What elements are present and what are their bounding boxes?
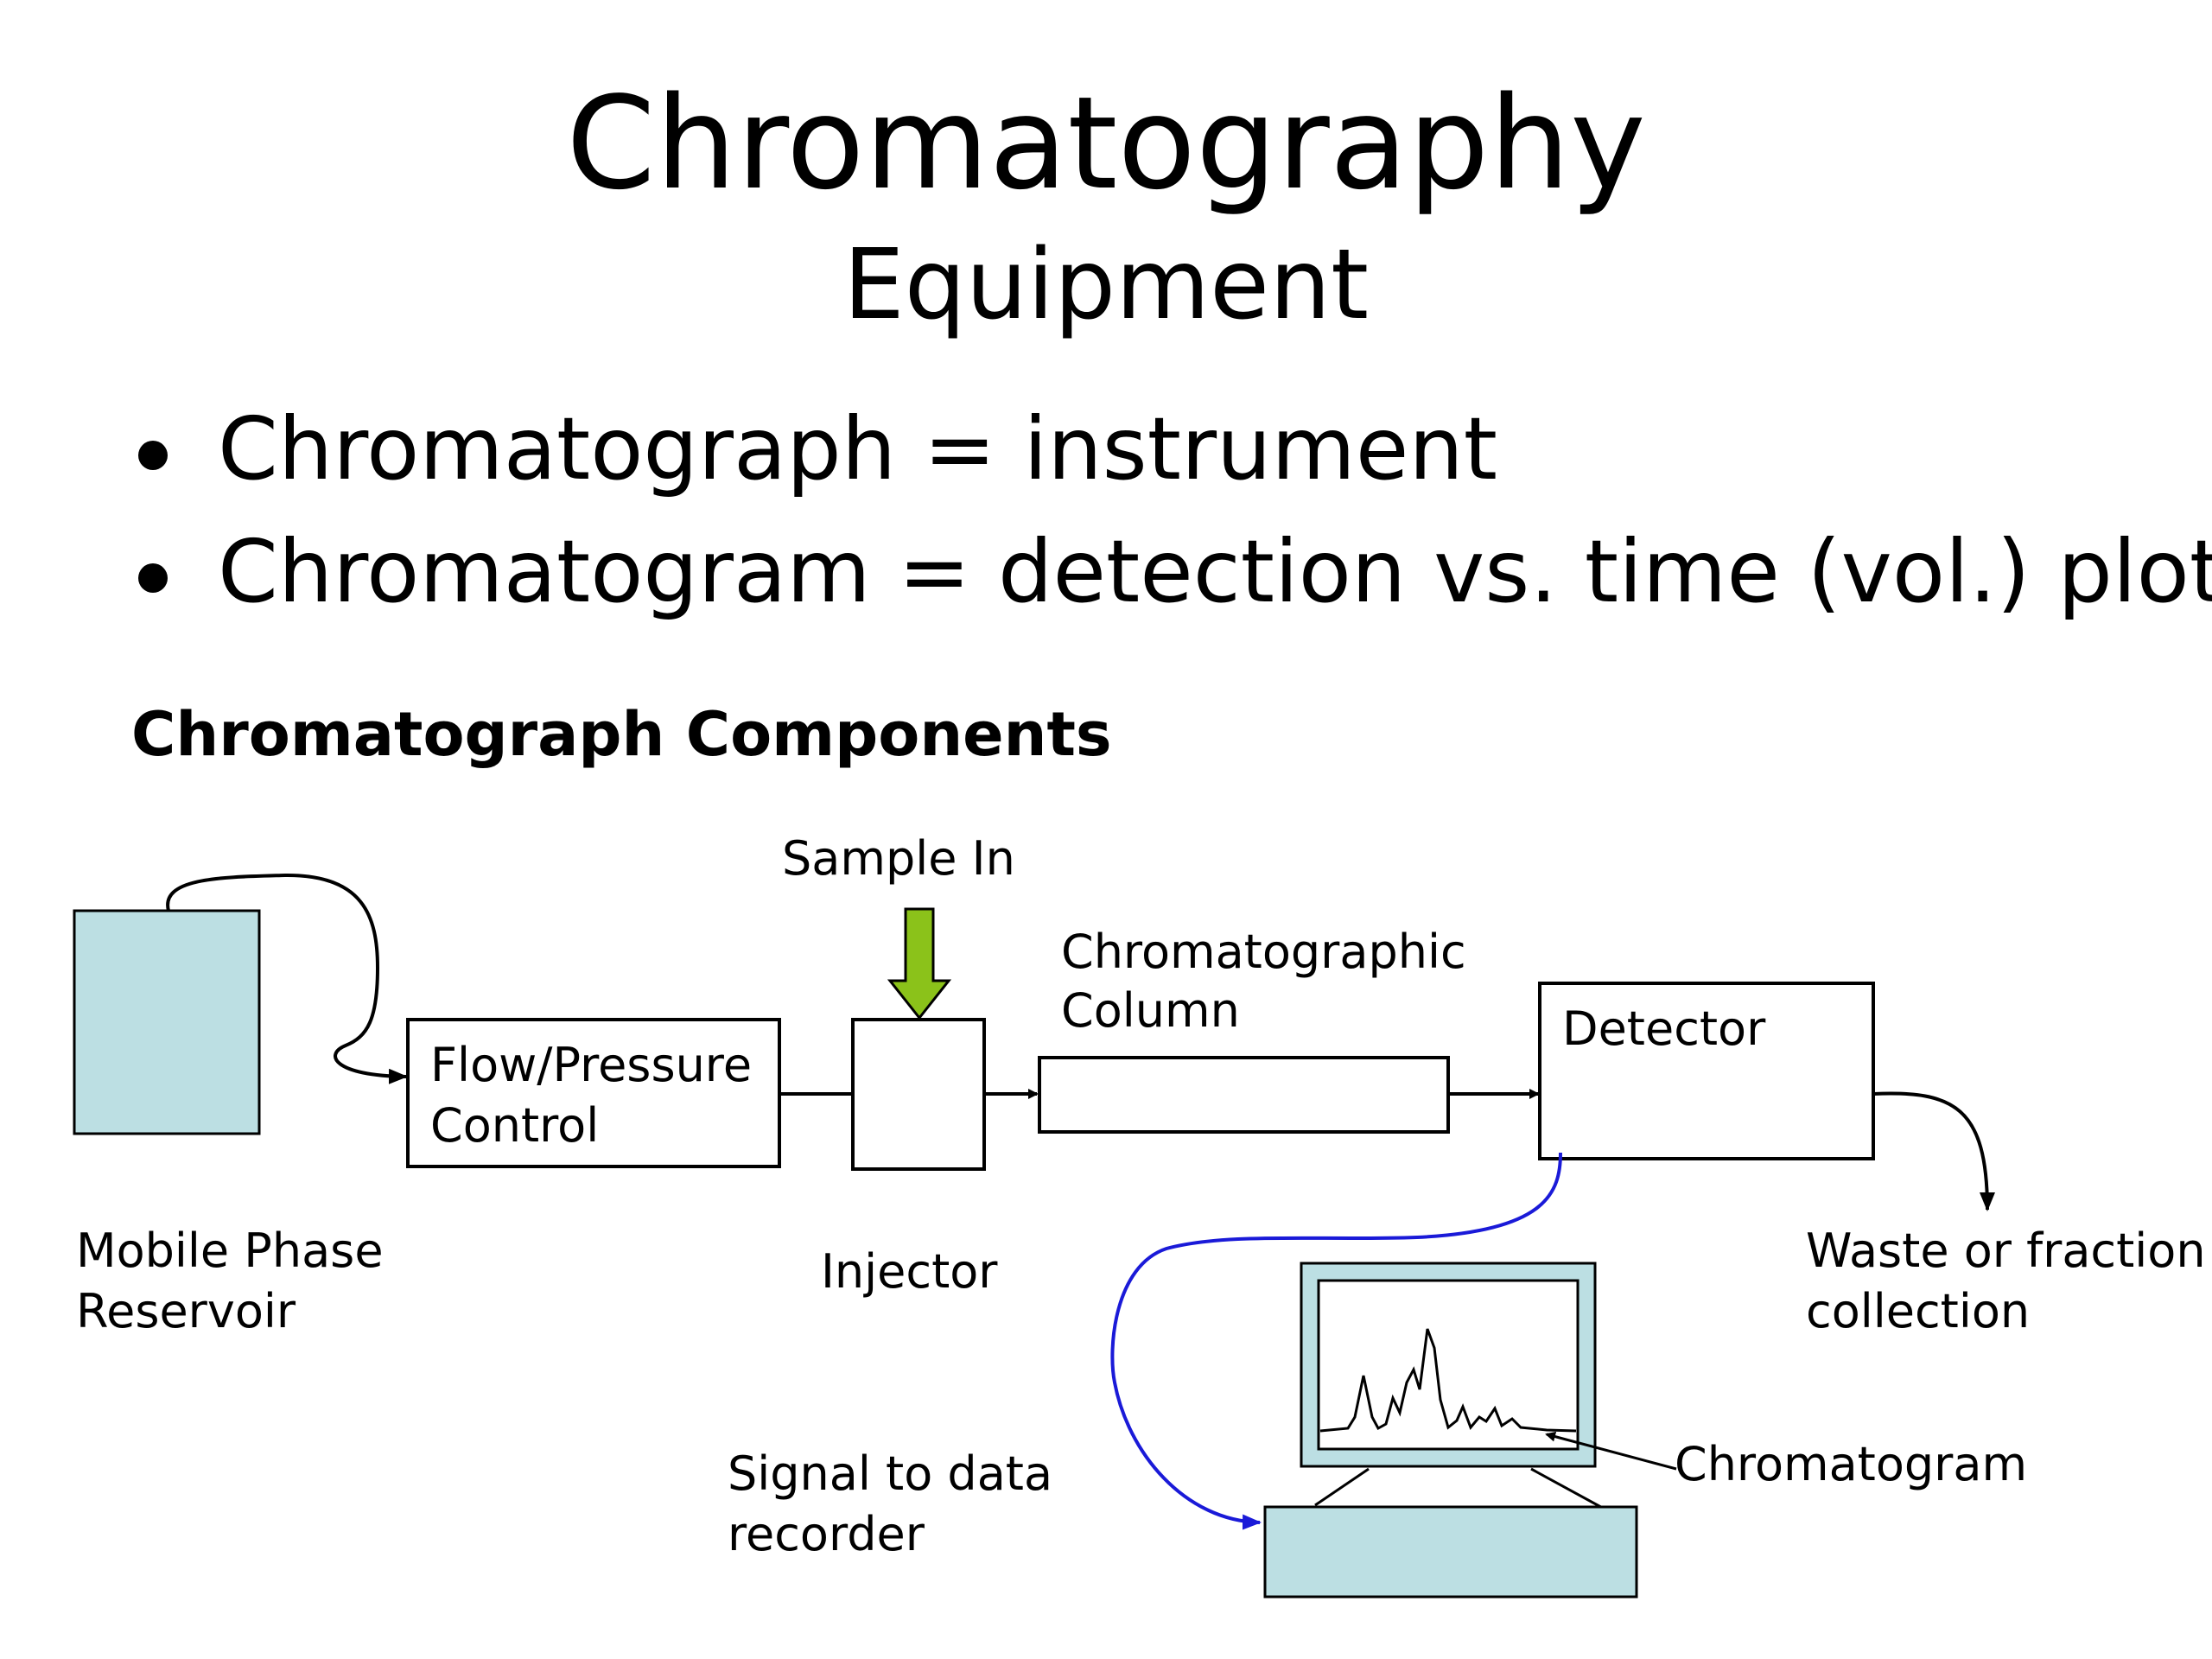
- bullet-icon: [138, 441, 168, 470]
- reservoir-tube: [166, 873, 408, 1084]
- column-label: Chromatographic: [1061, 925, 1466, 979]
- bullet-icon: [138, 563, 168, 593]
- flow-control-label: Control: [430, 1098, 599, 1153]
- waste-line: [1872, 1091, 1995, 1211]
- monitor-screen: [1317, 1279, 1580, 1451]
- recorder-base: [1263, 1505, 1638, 1599]
- monitor-stand-right: [1530, 1467, 1608, 1512]
- column-label: Column: [1061, 983, 1240, 1038]
- bullet-list: Chromatograph = instrument Chromatogram …: [130, 406, 2212, 652]
- flow-control-box: [406, 1018, 781, 1168]
- reservoir-box: [73, 909, 261, 1135]
- waste-label: collection: [1806, 1284, 2030, 1338]
- sample-in-label: Sample In: [782, 831, 1015, 886]
- bullet-item: Chromatogram = detection vs. time (vol.)…: [130, 529, 2212, 615]
- chromatogram-label: Chromatogram: [1675, 1437, 2027, 1491]
- sample-in-arrow: [887, 907, 952, 1020]
- flow-control-label: Flow/Pressure: [430, 1038, 752, 1092]
- bullet-text: Chromatogram = detection vs. time (vol.)…: [218, 521, 2212, 622]
- injector-box: [851, 1018, 986, 1171]
- injector-label: Injector: [821, 1244, 998, 1299]
- signal-label: Signal to data: [728, 1446, 1052, 1501]
- slide-subtitle: Equipment: [843, 229, 1369, 341]
- detector-box: [1538, 982, 1875, 1160]
- slide-title: Chromatography: [566, 69, 1646, 218]
- section-heading: Chromatograph Components: [131, 699, 1112, 770]
- chromatogram-pointer: [1545, 1431, 1677, 1471]
- column-box: [1038, 1056, 1450, 1134]
- bullet-text: Chromatograph = instrument: [218, 398, 1497, 499]
- signal-label: recorder: [728, 1507, 925, 1561]
- chromatogram-trace: [1319, 1328, 1577, 1433]
- reservoir-label: Mobile Phase: [76, 1224, 384, 1278]
- bullet-item: Chromatograph = instrument: [130, 406, 2212, 493]
- monitor-stand-left: [1314, 1467, 1370, 1507]
- reservoir-label: Reservoir: [76, 1284, 296, 1338]
- waste-label: Waste or fraction: [1806, 1224, 2206, 1278]
- detector-label: Detector: [1562, 1001, 1766, 1056]
- signal-line: [1110, 1152, 1562, 1530]
